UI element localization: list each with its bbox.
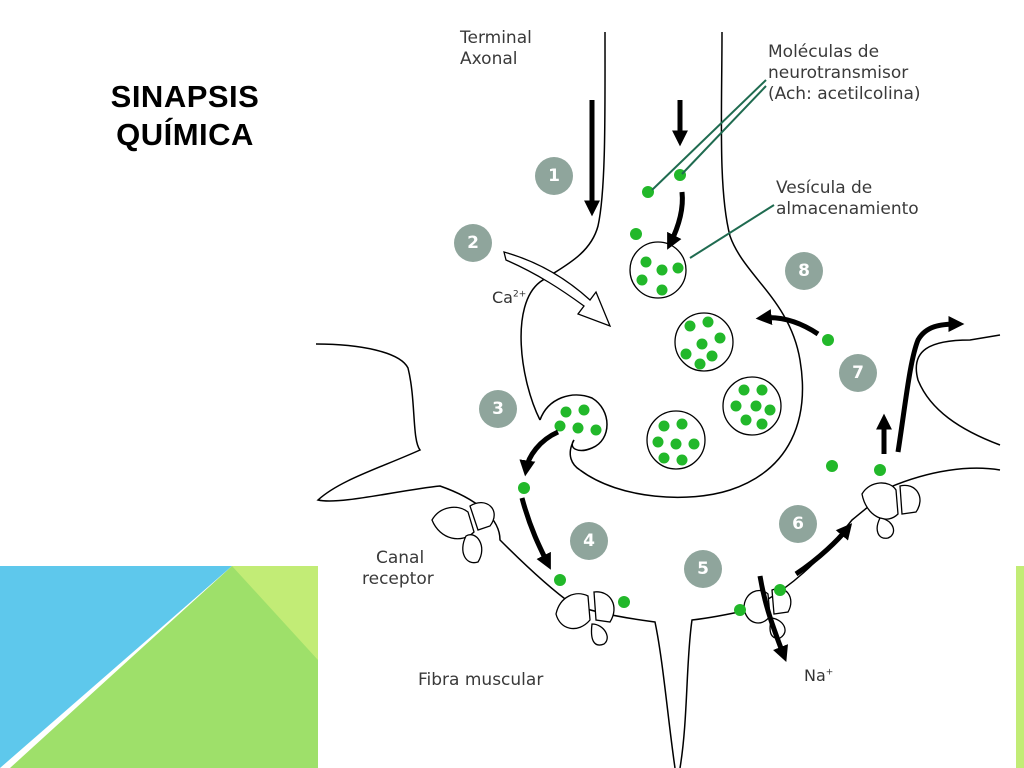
step-badge-2: 2 xyxy=(454,224,492,262)
step-badge-7: 7 xyxy=(839,354,877,392)
label-muscle-fiber: Fibra muscular xyxy=(418,670,544,690)
neurotransmitter-molecules xyxy=(518,169,886,616)
label-storage-vesicle: Vesícula de almacenamiento xyxy=(776,178,919,220)
label-neurotransmitter-molecules: Moléculas de neurotransmisor (Ach: aceti… xyxy=(768,42,921,105)
step-badge-4: 4 xyxy=(570,522,608,560)
ion-calcium-charge: 2+ xyxy=(512,289,527,300)
label-molecules-line-2: neurotransmisor xyxy=(768,63,909,83)
slide-title: SINAPSIS QUÍMICA xyxy=(60,78,310,154)
process-arrows xyxy=(519,100,965,662)
muscle-fiber-outline xyxy=(315,334,1001,768)
label-molecules-line-3: (Ach: acetilcolina) xyxy=(768,84,921,104)
ion-calcium: Ca2+ xyxy=(492,288,526,307)
label-vesicle-line-2: almacenamiento xyxy=(776,199,919,219)
ion-calcium-symbol: Ca xyxy=(492,288,513,307)
deco-green-shape xyxy=(10,566,318,768)
label-axon-terminal-line-1: Terminal xyxy=(460,28,532,48)
release-pocket xyxy=(539,394,608,471)
step-badge-6: 6 xyxy=(779,505,817,543)
deco-lime-shape xyxy=(232,566,318,660)
receptor-channel-center xyxy=(555,591,615,646)
step-badge-1: 1 xyxy=(535,157,573,195)
label-molecules-line-1: Moléculas de xyxy=(768,42,880,62)
label-vesicle-line-1: Vesícula de xyxy=(776,178,873,198)
title-line-2: QUÍMICA xyxy=(116,117,254,152)
ion-sodium: Na+ xyxy=(804,666,833,685)
step-badge-5: 5 xyxy=(684,550,722,588)
ion-sodium-charge: + xyxy=(825,667,834,678)
label-axon-terminal: Terminal Axonal xyxy=(460,28,532,70)
receptor-channel-left xyxy=(431,502,495,564)
deco-blue-shape xyxy=(0,566,232,768)
axon-terminal-outline-right xyxy=(579,31,804,499)
axon-terminal-outline xyxy=(520,31,606,421)
step-badge-8: 8 xyxy=(785,252,823,290)
receptor-channel-right-high xyxy=(861,482,921,539)
deco-lime-strip xyxy=(1016,566,1024,768)
ion-sodium-symbol: Na xyxy=(804,666,826,685)
calcium-entry-arrow xyxy=(503,251,612,328)
label-axon-terminal-line-2: Axonal xyxy=(460,49,518,69)
step-badge-3: 3 xyxy=(479,390,517,428)
label-receptor-channel: Canal receptor xyxy=(362,548,434,590)
label-receptor-line-2: receptor xyxy=(362,569,434,589)
leader-lines xyxy=(651,79,775,259)
label-receptor-line-1: Canal xyxy=(376,548,425,568)
title-line-1: SINAPSIS xyxy=(110,79,260,114)
